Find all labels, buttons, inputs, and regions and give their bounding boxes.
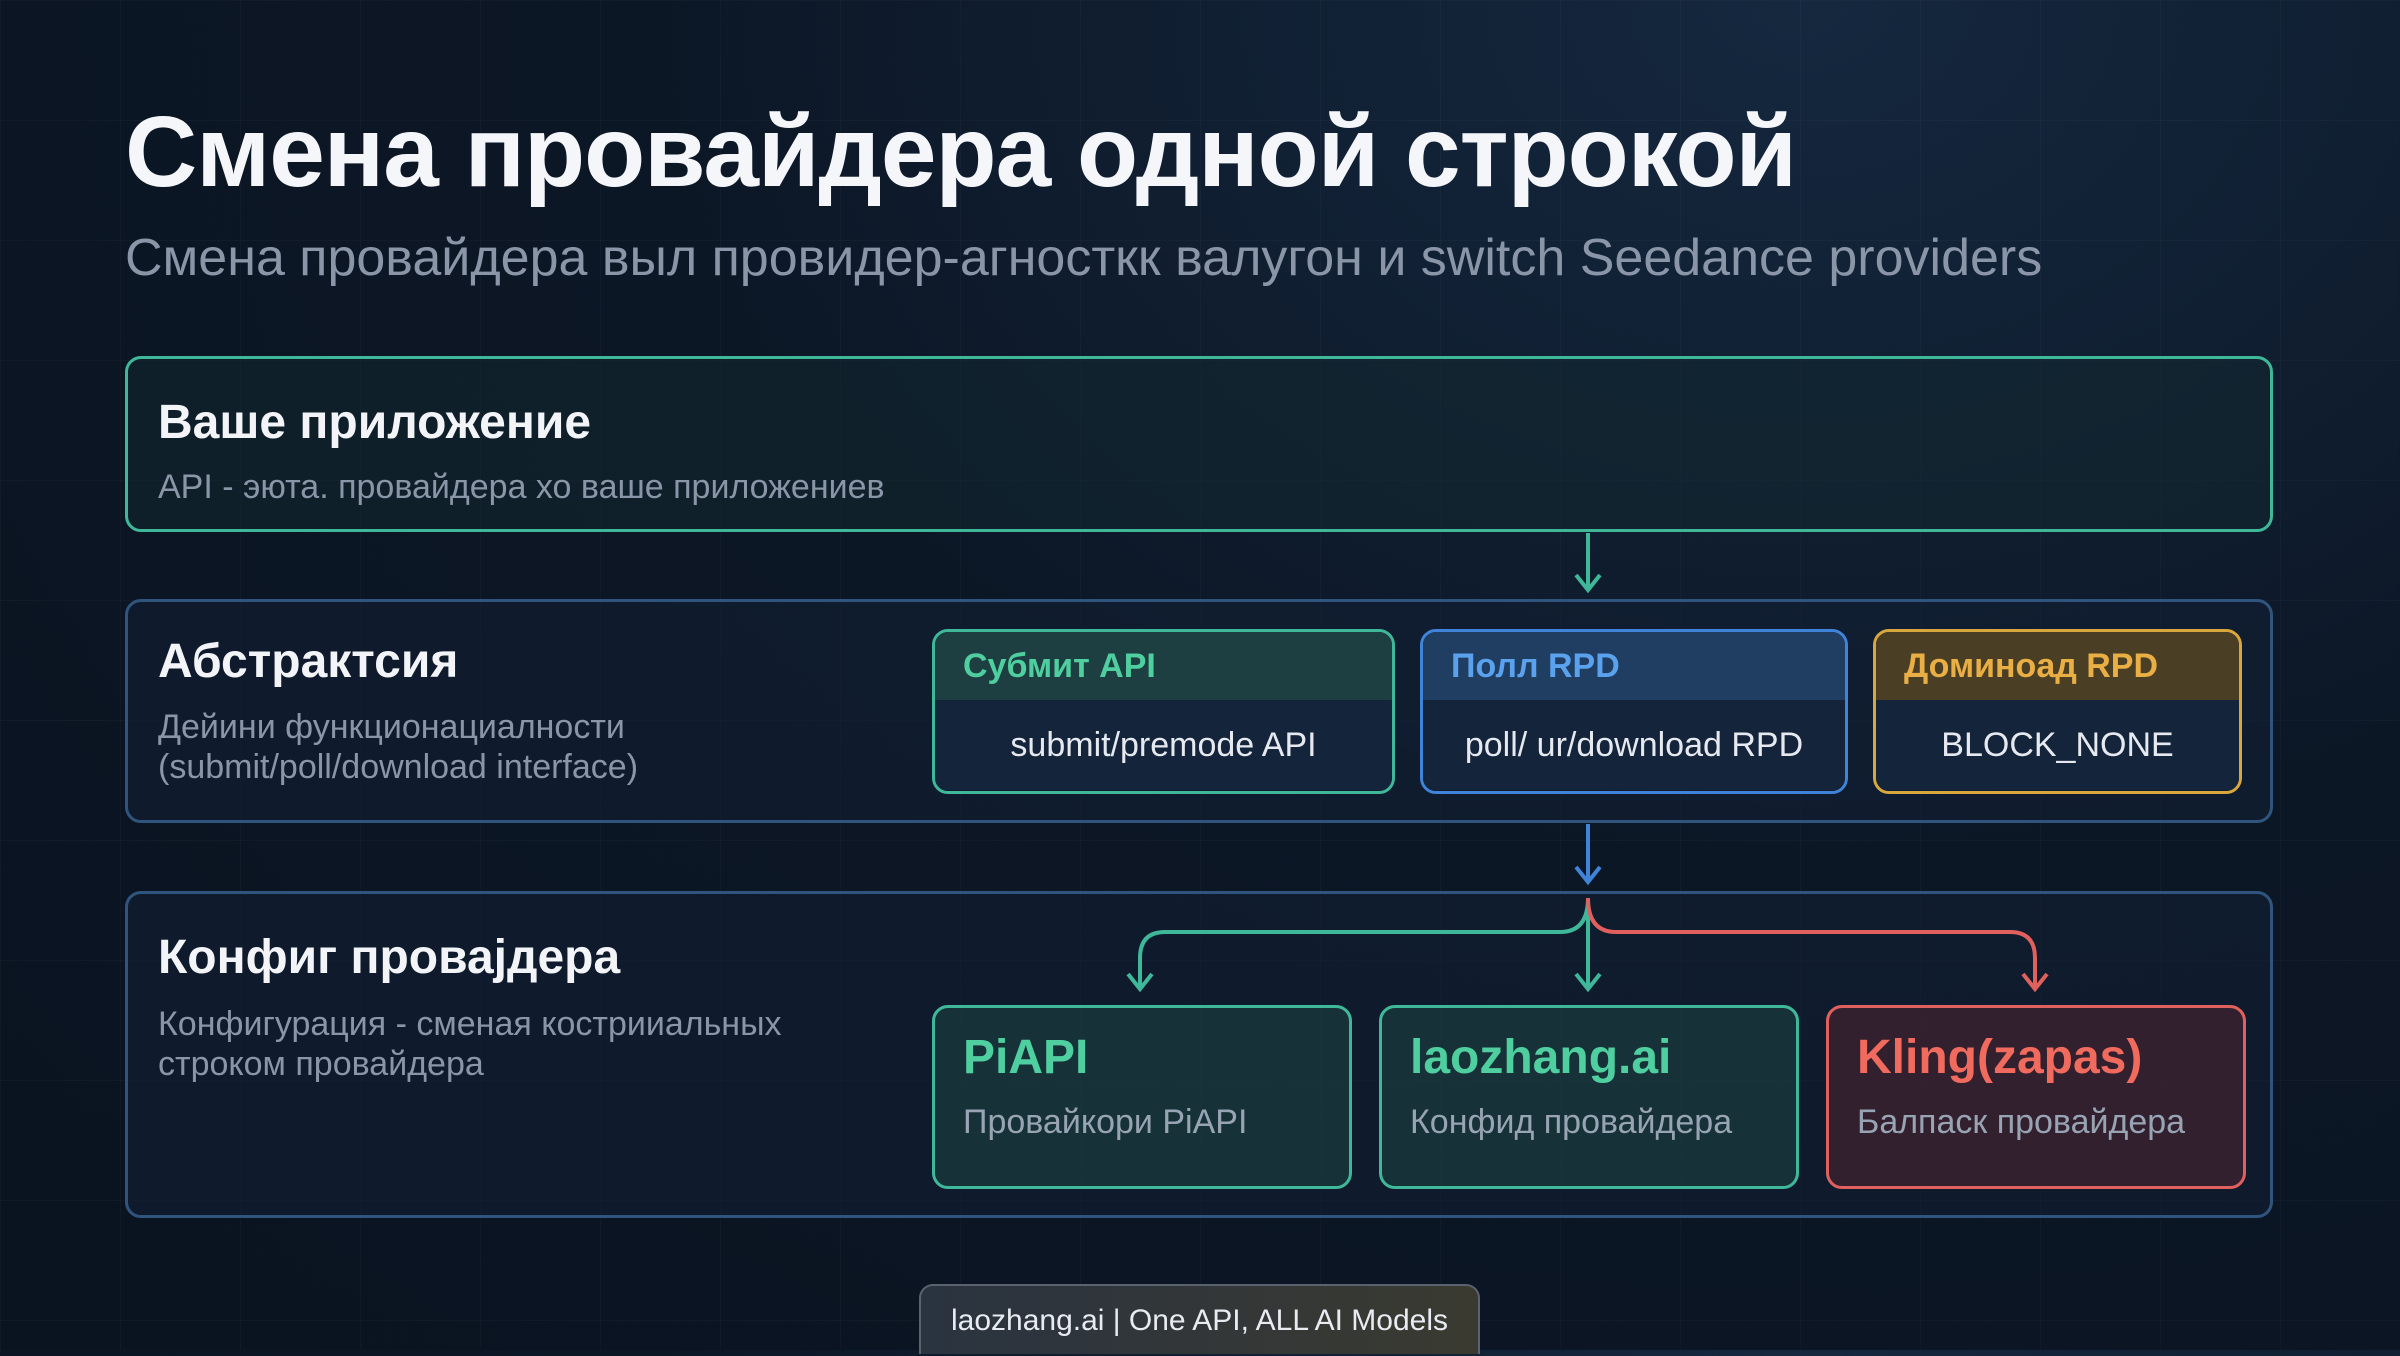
- submit-api-box-head: Субмит API: [935, 632, 1392, 700]
- config-layer-desc-line2: строком провайдера: [158, 1045, 484, 1083]
- provider-laozhang-name: laozhang.ai: [1410, 1031, 1672, 1084]
- provider-laozhang-desc: Конфид провайдера: [1410, 1103, 1733, 1141]
- abstraction-layer-desc-line1: Дейини функционациалности: [158, 708, 625, 746]
- provider-piapi-card: PiAPI Провайкори PiAPI: [932, 1005, 1352, 1189]
- app-layer-desc: API - эюта. провайдера хо ваше приложени…: [158, 468, 885, 506]
- abstraction-layer-title: Абстрактсия: [158, 635, 459, 688]
- poll-rpd-box-head: Полл RPD: [1423, 632, 1845, 700]
- poll-rpd-box-body: poll/ ur/download RPD: [1423, 700, 1845, 790]
- config-layer-panel: Конфиг проваjдера Конфигурация - сменая …: [125, 891, 2273, 1218]
- app-layer-title: Ваше приложение: [158, 396, 592, 449]
- submit-api-box-body: submit/premode API: [935, 700, 1392, 790]
- download-rpd-box-body: BLOCK_NONE: [1876, 700, 2239, 790]
- provider-piapi-desc: Провайкори PiAPI: [963, 1103, 1248, 1141]
- footer-badge: laozhang.ai | One API, ALL AI Models: [919, 1284, 1480, 1354]
- provider-piapi-name: PiAPI: [963, 1031, 1089, 1084]
- provider-kling-name: Kling(zapas): [1857, 1031, 2143, 1084]
- provider-kling-desc: Балпаск провайдера: [1857, 1103, 2186, 1141]
- poll-rpd-box: Полл RPD poll/ ur/download RPD: [1420, 629, 1848, 794]
- abstraction-layer-panel: Абстрактсия Дейини функционациалности (s…: [125, 599, 2273, 823]
- config-layer-desc-line1: Конфигурация - сменая кострииальных: [158, 1005, 782, 1043]
- page-subtitle: Смена провайдера выл провидер-агносткк в…: [125, 229, 2043, 287]
- provider-kling-card: Kling(zapas) Балпаск провайдера: [1826, 1005, 2246, 1189]
- abstraction-layer-desc-line2: (submit/poll/download interface): [158, 748, 639, 786]
- page-title: Смена провайдера одной строкой: [125, 96, 1797, 208]
- app-layer-panel: Ваше приложение API - эюта. провайдера х…: [125, 356, 2273, 532]
- config-layer-title: Конфиг проваjдера: [158, 931, 621, 984]
- download-rpd-box: Доминоад RPD BLOCK_NONE: [1873, 629, 2242, 794]
- download-rpd-box-head: Доминоад RPD: [1876, 632, 2239, 700]
- provider-laozhang-card: laozhang.ai Конфид провайдера: [1379, 1005, 1799, 1189]
- submit-api-box: Субмит API submit/premode API: [932, 629, 1395, 794]
